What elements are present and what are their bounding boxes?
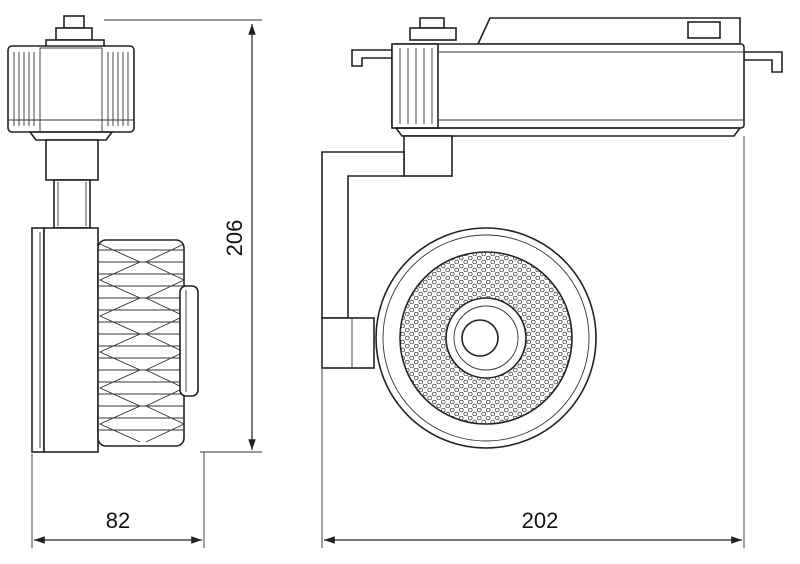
- dimension-height: 206: [222, 23, 256, 450]
- front-view: [321, 17, 783, 548]
- side-stem: [45, 139, 99, 229]
- front-lamp-head: [375, 227, 597, 449]
- dimension-side-width: 82: [34, 508, 202, 544]
- side-view: [7, 15, 262, 548]
- side-lamp-body: [31, 227, 199, 453]
- front-arm: [321, 135, 453, 369]
- dimension-side-width-label: 82: [106, 508, 130, 533]
- side-top-connector: [45, 15, 105, 63]
- side-adapter-housing: [7, 45, 135, 141]
- dimension-height-label: 206: [222, 220, 247, 257]
- front-track-adapter: [351, 17, 783, 137]
- dimension-front-width-label: 202: [522, 508, 559, 533]
- dimension-front-width: 202: [324, 508, 742, 544]
